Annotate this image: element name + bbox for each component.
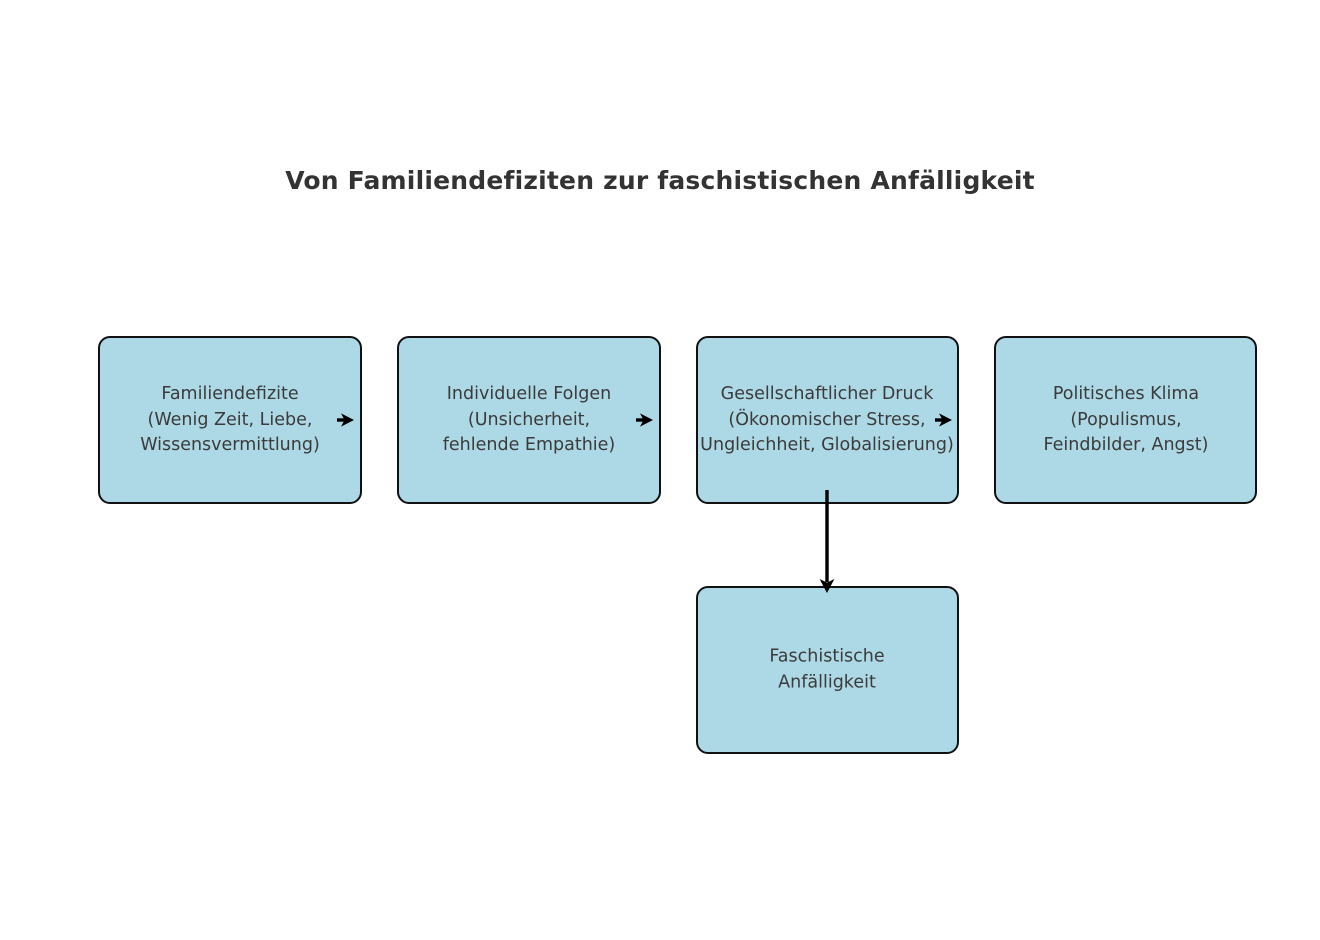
page-title: Von Familiendefiziten zur faschistischen… bbox=[285, 166, 1035, 195]
node-politisches-klima[interactable] bbox=[994, 336, 1257, 504]
node-gesellschaftlicher-druck[interactable] bbox=[696, 336, 959, 504]
node-individuelle-folgen[interactable] bbox=[397, 336, 661, 504]
arrow-down-icon-edge-3 bbox=[819, 490, 835, 593]
node-familiendefizite[interactable] bbox=[98, 336, 362, 504]
node-faschistische-anfaelligkeit[interactable] bbox=[696, 586, 959, 754]
